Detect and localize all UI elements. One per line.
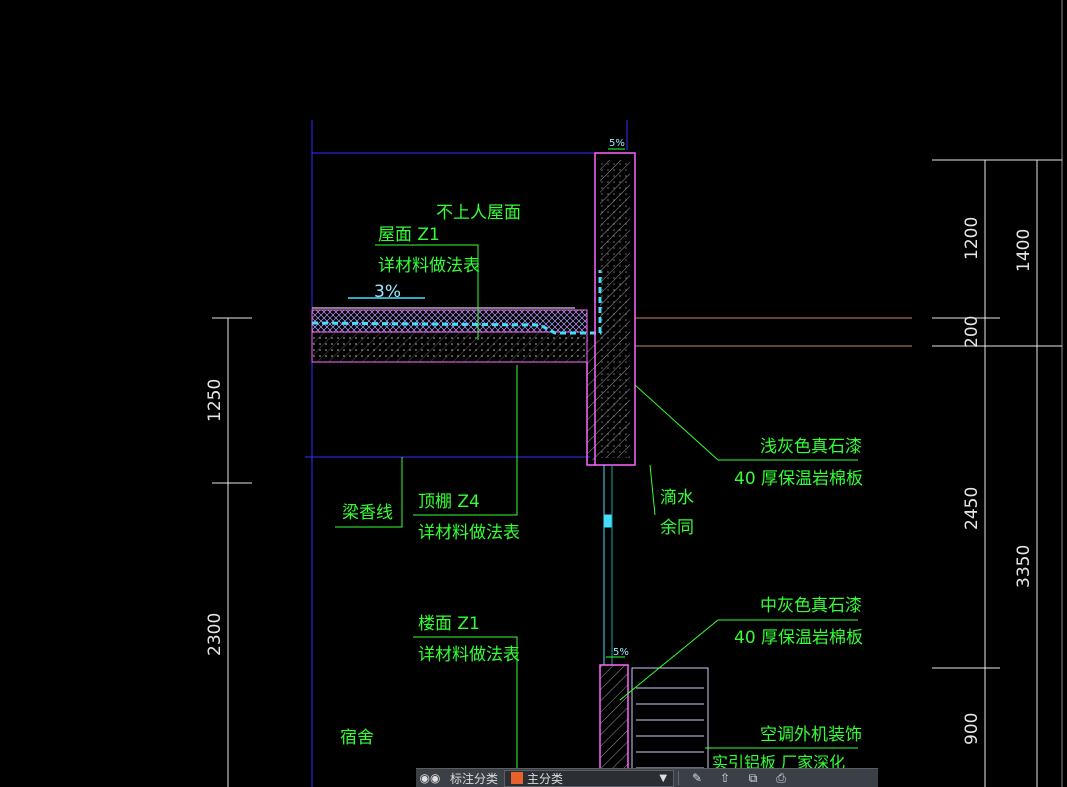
category-select-value: 主分类 bbox=[527, 771, 564, 786]
dim-right-outer-2: 3350 bbox=[1014, 545, 1034, 588]
parapet-wall bbox=[586, 152, 636, 466]
toolbar-divider bbox=[678, 771, 680, 785]
beam-line-label: 梁香线 bbox=[342, 503, 393, 523]
roof-slab bbox=[311, 270, 602, 363]
roof-note-label: 详材料做法表 bbox=[378, 256, 480, 276]
dim-left-1: 1250 bbox=[205, 379, 225, 422]
ac-note-label: 实引铝板 厂家深化 bbox=[712, 753, 845, 772]
same-label: 余同 bbox=[660, 518, 694, 538]
toolbar-label: 标注分类 bbox=[450, 771, 499, 786]
glazing bbox=[603, 465, 613, 665]
dim-left-2: 2300 bbox=[205, 613, 225, 656]
glasses-icon[interactable]: ◉◉ bbox=[419, 771, 441, 785]
roof-slope-label: 3% bbox=[374, 282, 401, 302]
ac-decor-label: 空调外机装饰 bbox=[760, 725, 862, 745]
floor-note-label: 详材料做法表 bbox=[418, 645, 520, 665]
insulation-1-label: 40 厚保温岩棉板 bbox=[734, 469, 863, 489]
annotation-toolbar: ◉◉ 标注分类 主分类 ▼ ✎ ⇧ ⧉ ⎙ bbox=[416, 768, 878, 787]
share-icon[interactable]: ⇧ bbox=[719, 771, 731, 785]
copy-icon[interactable]: ⧉ bbox=[748, 770, 758, 785]
insulation-2-label: 40 厚保温岩棉板 bbox=[734, 628, 863, 648]
category-swatch bbox=[511, 772, 524, 784]
roof-code-label: 屋面 Z1 bbox=[378, 225, 440, 245]
roof-type-label: 不上人屋面 bbox=[436, 203, 521, 223]
chevron-down-icon: ▼ bbox=[659, 772, 668, 784]
floor-code-label: 楼面 Z1 bbox=[418, 614, 480, 634]
ceiling-code-label: 顶棚 Z4 bbox=[418, 492, 480, 512]
finish-light-label: 浅灰色真石漆 bbox=[760, 437, 862, 457]
dim-right-inner-3: 2450 bbox=[962, 487, 982, 530]
parapet-slope-low: 5% bbox=[613, 647, 629, 658]
dim-right-inner-4: 900 bbox=[962, 713, 982, 745]
dim-right-inner-1: 1200 bbox=[962, 217, 982, 260]
dimension-lines bbox=[212, 159, 1062, 787]
ceiling-note-label: 详材料做法表 bbox=[418, 523, 520, 543]
pen-icon[interactable]: ✎ bbox=[691, 771, 703, 785]
room-label: 宿舍 bbox=[340, 728, 374, 748]
lower-wall bbox=[599, 664, 709, 787]
dim-right-inner-2: 200 bbox=[962, 316, 982, 348]
finish-mid-label: 中灰色真石漆 bbox=[760, 596, 862, 616]
dim-right-outer-1: 1400 bbox=[1014, 229, 1034, 272]
leader-lines bbox=[335, 148, 858, 787]
print-icon[interactable]: ⎙ bbox=[776, 770, 786, 785]
guide-lines bbox=[305, 120, 912, 787]
category-select[interactable]: 主分类 ▼ bbox=[504, 769, 675, 787]
drip-label: 滴水 bbox=[660, 488, 694, 508]
parapet-slope-top: 5% bbox=[609, 138, 625, 149]
